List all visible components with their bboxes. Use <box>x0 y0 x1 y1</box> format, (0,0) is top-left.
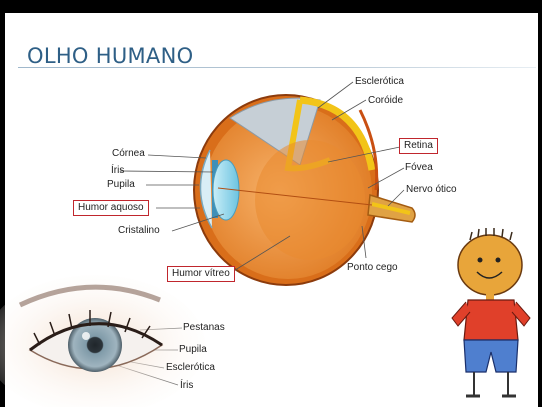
photo-label-iris: Íris <box>180 380 193 392</box>
label-humor-aquoso-highlighted: Humor aquoso <box>73 200 149 216</box>
label-pupila: Pupila <box>107 179 135 191</box>
eye-cross-section <box>194 95 415 285</box>
label-iris: Íris <box>111 165 124 177</box>
label-humor-vitreo-highlighted: Humor vítreo <box>167 266 235 282</box>
label-cristalino: Cristalino <box>118 225 160 237</box>
photo-label-pupila: Pupila <box>179 344 207 356</box>
label-retina-highlighted: Retina <box>399 138 438 154</box>
photo-label-esclerotica: Esclerótica <box>166 362 215 374</box>
label-esclerotica: Esclerótica <box>355 76 404 88</box>
human-eye-photo <box>0 275 205 407</box>
label-ponto-cego: Ponto cego <box>347 262 398 274</box>
label-fovea: Fóvea <box>405 162 433 174</box>
label-coroide: Coróide <box>368 95 403 107</box>
label-nervo-otico: Nervo ótico <box>406 184 457 196</box>
cartoon-boy <box>452 228 530 396</box>
photo-label-pestanas: Pestanas <box>183 322 225 334</box>
label-cornea: Córnea <box>112 148 145 160</box>
